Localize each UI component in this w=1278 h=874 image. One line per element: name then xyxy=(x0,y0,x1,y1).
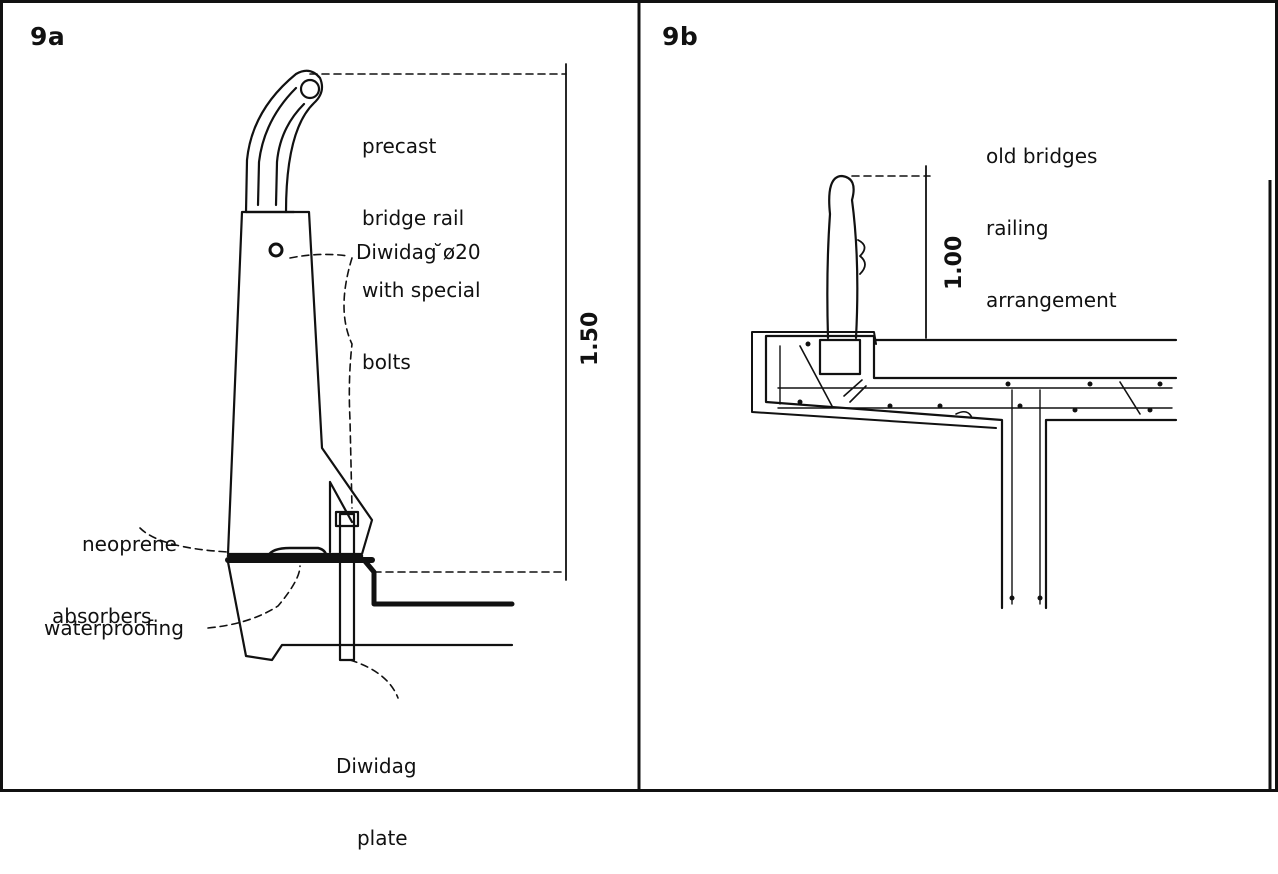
old-bridges-note: old bridges railing arrangement xyxy=(986,96,1117,336)
rail-note-line-1: precast xyxy=(362,134,437,158)
height-dimension-150: 1.50 xyxy=(578,311,603,366)
diwidag-bolt-rod xyxy=(338,512,356,662)
rebar-dots xyxy=(797,341,1163,601)
bolt-hole xyxy=(268,242,284,258)
panel-9a-drawing xyxy=(139,63,567,699)
panel-label-9a: 9a xyxy=(30,22,66,51)
diwidag-plate-label: Diwidag plate xyxy=(336,706,417,874)
rail-socket xyxy=(818,338,862,376)
neoprene-line-1: neoprene xyxy=(82,532,177,556)
post-body xyxy=(226,210,374,556)
deck-slab xyxy=(764,334,1178,610)
old-rail xyxy=(826,174,859,340)
neoprene-label: neoprene absorbers xyxy=(52,484,177,652)
old-bridges-line-1: old bridges xyxy=(986,144,1098,168)
panel-label-9b: 9b xyxy=(662,22,699,51)
height-dimension-100: 1.00 xyxy=(942,235,967,290)
waterproofing-label: waterproofing xyxy=(44,616,184,640)
old-bridges-line-3: arrangement xyxy=(986,288,1117,312)
diwidag-bolt-label: Diwidag ̆ø20 xyxy=(356,240,481,264)
rail-note-line-2: bridge rail xyxy=(362,206,465,230)
rail-note: precast bridge rail with special bolts xyxy=(362,86,481,398)
rail-curve-outer xyxy=(244,69,324,214)
curb xyxy=(226,560,514,662)
waterproof-layer xyxy=(361,557,515,607)
drawing-canvas xyxy=(0,0,1278,792)
rail-curve-inner xyxy=(256,86,306,207)
old-bridges-line-2: railing xyxy=(986,216,1049,240)
neoprene-pad xyxy=(226,546,364,558)
diwidag-plate-line-2: plate xyxy=(356,826,408,850)
rail-knob xyxy=(299,78,321,100)
diwidag-plate-line-1: Diwidag xyxy=(336,754,417,778)
rail-note-line-3: with special xyxy=(362,278,481,302)
panel-9b-drawing xyxy=(751,165,1178,610)
neoprene-line-2: absorbers xyxy=(52,604,152,628)
rail-note-line-4: bolts xyxy=(362,350,411,374)
